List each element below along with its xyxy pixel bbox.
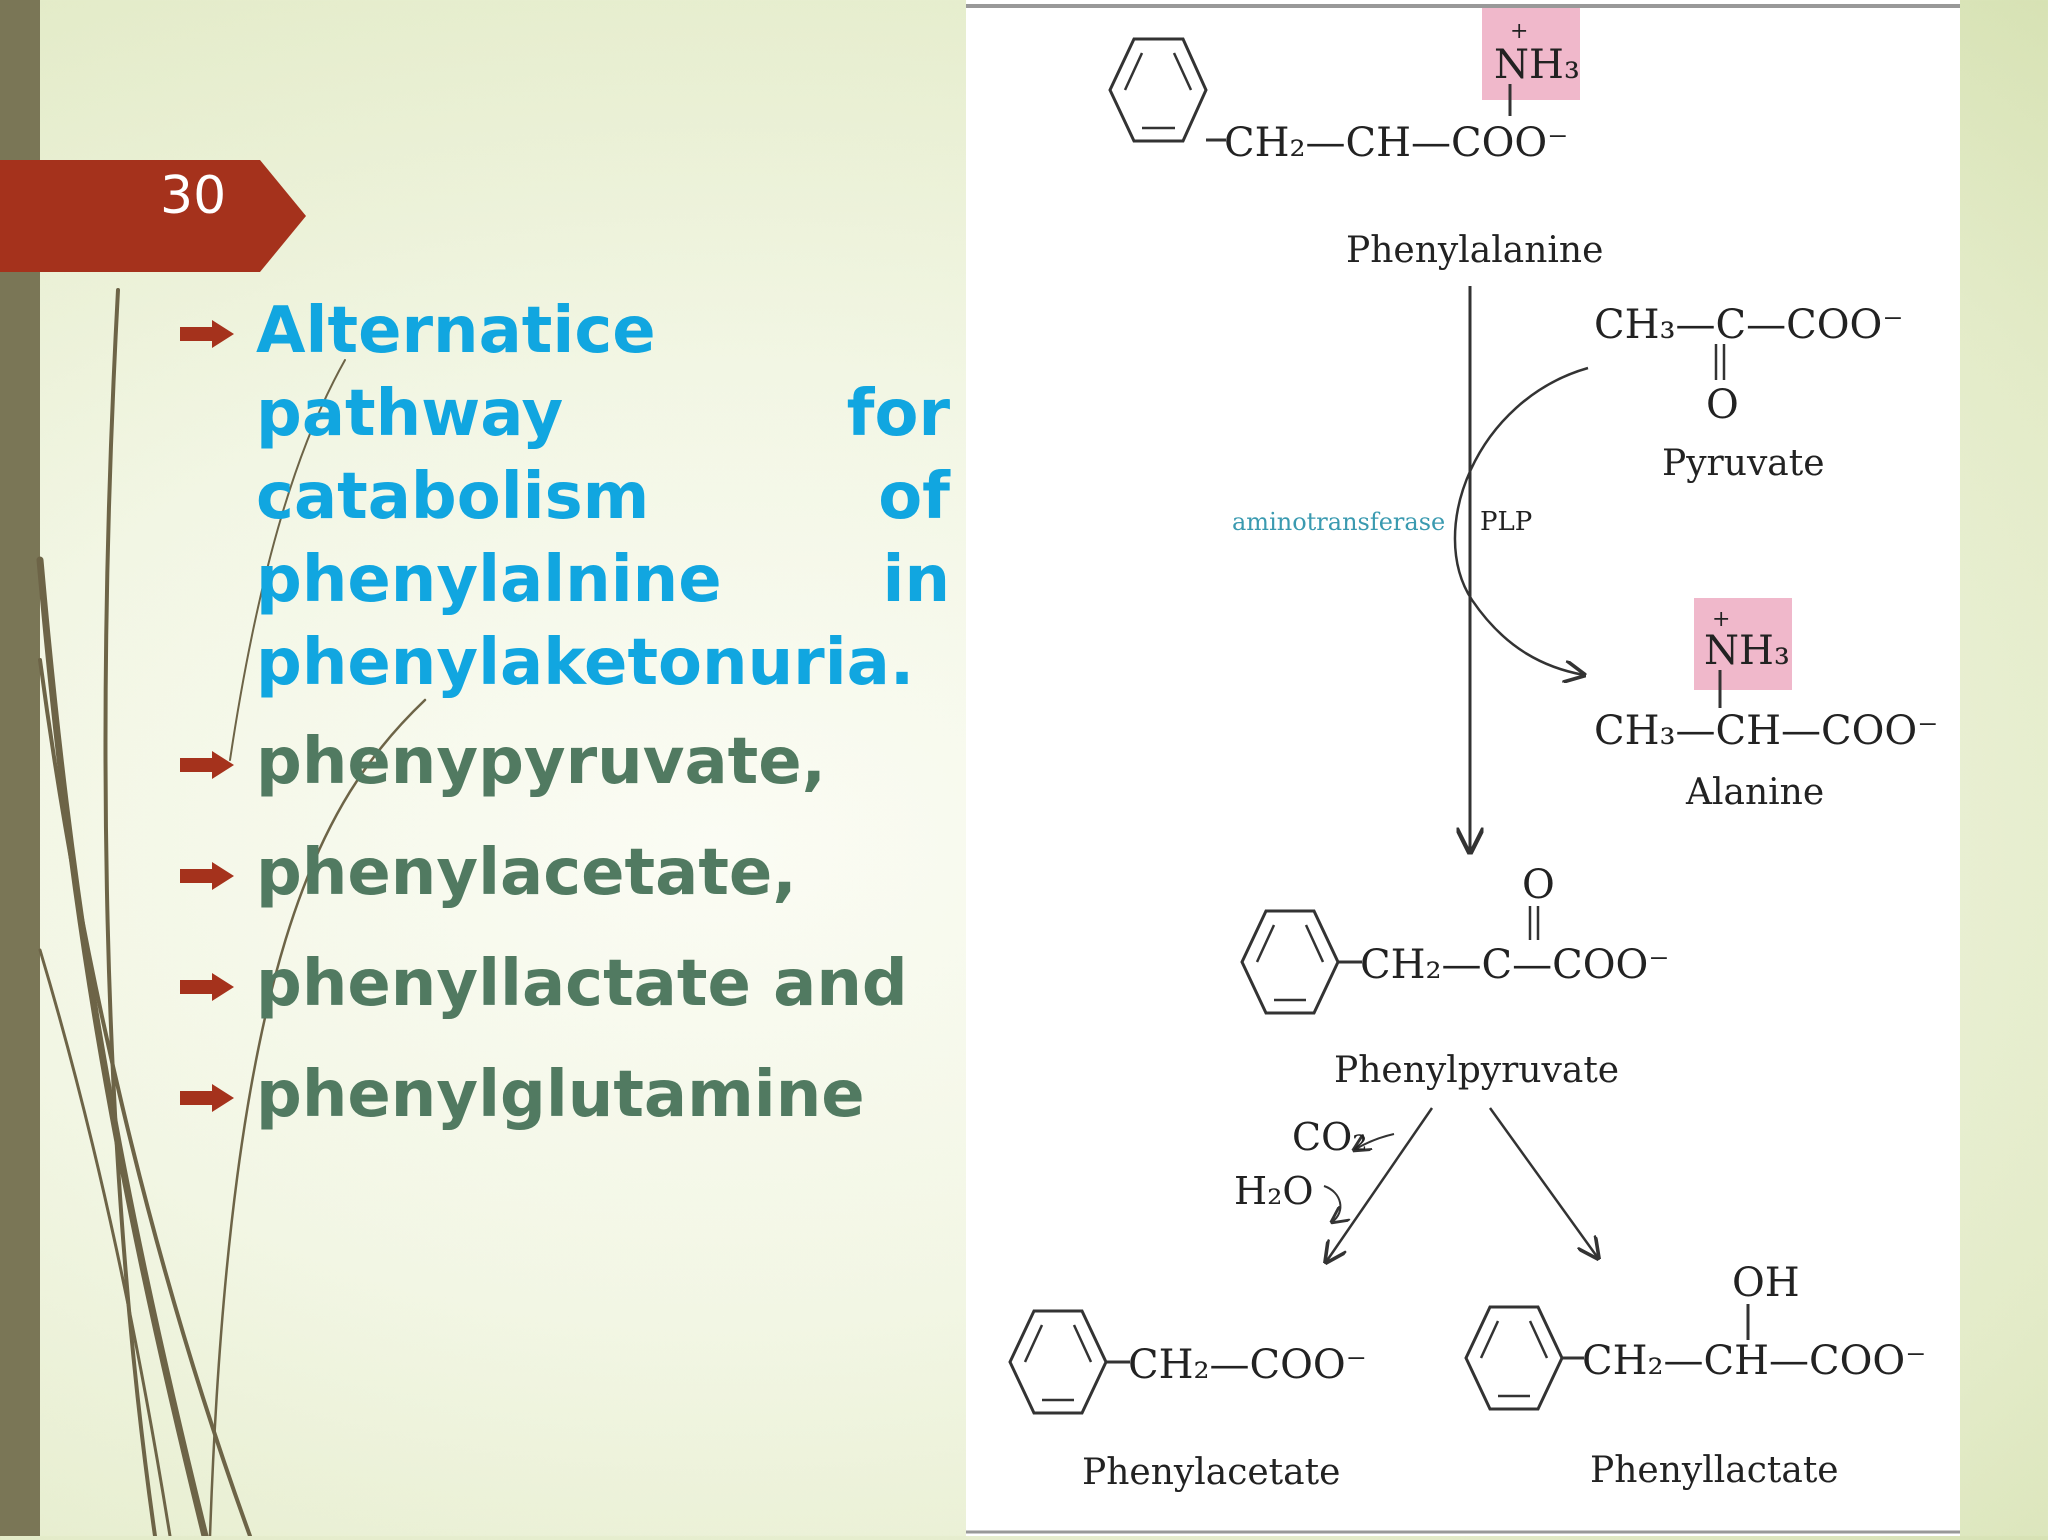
phenylalanine-chain: CH₂—CH—COO⁻: [1224, 120, 1568, 166]
phenylpyruvate-oxygen: O: [1522, 862, 1555, 908]
bullet-text: phenylacetate,: [256, 836, 797, 910]
phenylpyruvate-label: Phenylpyruvate: [1334, 1050, 1619, 1091]
pathway-svg: + NH₃ CH₂—CH—COO⁻ Phenylalanine CH₃—C—CO…: [966, 4, 1960, 1534]
h2o-input-arrow: [1323, 1185, 1340, 1222]
charge-label: +: [1510, 19, 1528, 44]
bullet-heading: Alternatice pathway for catabolism of ph…: [180, 290, 950, 705]
benzene-ring-icon: [1108, 37, 1208, 143]
phenyllactate-chain: CH₂—CH—COO⁻: [1582, 1338, 1926, 1384]
bullet-text: Alternatice pathway for catabolism of ph…: [256, 294, 950, 700]
pyruvate-structure: CH₃—C—COO⁻ O Pyruvate: [1594, 302, 1903, 484]
alanine-chain: CH₃—CH—COO⁻: [1594, 708, 1938, 754]
amino-group: NH₃: [1494, 42, 1580, 88]
slide-number: 30: [160, 166, 227, 226]
h2o-label: H₂O: [1234, 1169, 1314, 1213]
phenyllactate-label: Phenyllactate: [1590, 1450, 1839, 1491]
benzene-ring-icon: [1464, 1305, 1564, 1411]
bullet-text: phenylglutamine: [256, 1058, 865, 1132]
phenylacetate-label: Phenylacetate: [1082, 1452, 1340, 1493]
bullet-item: phenylacetate,: [180, 832, 950, 915]
benzene-ring-icon: [1008, 1309, 1108, 1415]
bullet-item: phenylglutamine: [180, 1054, 950, 1137]
co2-release-arrow: [1354, 1133, 1395, 1150]
charge-label: +: [1712, 607, 1730, 632]
co2-label: CO₂: [1292, 1115, 1367, 1159]
pyruvate-label: Pyruvate: [1662, 443, 1825, 484]
phenylpyruvate-structure: O CH₂—C—COO⁻ Phenylpyruvate: [1240, 862, 1669, 1091]
decarboxylation-arrow: [1326, 1107, 1434, 1262]
phenyllactate-hydroxyl: OH: [1732, 1260, 1800, 1306]
arrow-bullet-icon: [180, 973, 234, 1001]
alanine-structure: + NH₃ CH₃—CH—COO⁻ Alanine: [1594, 598, 1938, 813]
slide-number-badge: [0, 160, 306, 272]
phenylacetate-chain: CH₂—COO⁻: [1128, 1342, 1367, 1388]
transamination-curve-arrow: [1453, 366, 1589, 675]
phenylpyruvate-chain: CH₂—C—COO⁻: [1360, 942, 1669, 988]
pyruvate-chain: CH₃—C—COO⁻: [1594, 302, 1903, 348]
phenylacetate-structure: CH₂—COO⁻ Phenylacetate: [1008, 1309, 1367, 1493]
reduction-arrow: [1488, 1107, 1598, 1258]
amino-highlight: [1482, 8, 1580, 100]
cofactor-label: PLP: [1480, 507, 1532, 537]
arrow-bullet-icon: [180, 862, 234, 890]
phenyllactate-structure: OH CH₂—CH—COO⁻ Phenyllactate: [1464, 1260, 1926, 1491]
benzene-ring-icon: [1240, 909, 1340, 1015]
bullet-text: phenyllactate and: [256, 947, 908, 1021]
enzyme-label: aminotransferase: [1232, 508, 1445, 536]
alanine-label: Alanine: [1685, 772, 1824, 813]
phenylalanine-structure: + NH₃ CH₂—CH—COO⁻ Phenylalanine: [1108, 8, 1603, 271]
amino-highlight: [1694, 598, 1792, 690]
decorative-curves: [36, 288, 427, 1536]
bullet-text: phenypyruvate,: [256, 725, 826, 799]
arrow-bullet-icon: [180, 1084, 234, 1112]
phenylalanine-label: Phenylalanine: [1346, 230, 1603, 271]
bullet-item: phenyllactate and: [180, 943, 950, 1026]
bullet-list: Alternatice pathway for catabolism of ph…: [180, 290, 950, 1165]
pyruvate-oxygen: O: [1706, 382, 1739, 428]
bullet-item: phenypyruvate,: [180, 721, 950, 804]
amino-group: NH₃: [1704, 628, 1790, 674]
reaction-diagram: + NH₃ CH₂—CH—COO⁻ Phenylalanine CH₃—C—CO…: [966, 0, 1960, 1536]
arrow-bullet-icon: [180, 320, 234, 348]
arrow-bullet-icon: [180, 751, 234, 779]
